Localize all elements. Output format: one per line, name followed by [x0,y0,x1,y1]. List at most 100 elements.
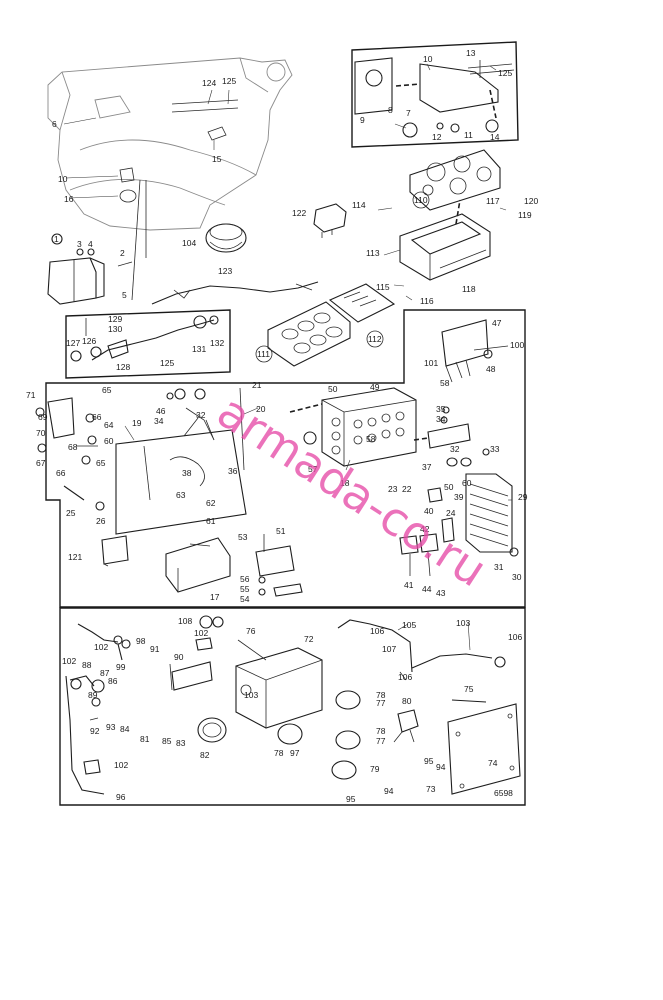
label-106c: 106 [508,632,522,642]
label-43: 43 [436,588,446,598]
fuse-holder-33 [413,406,490,467]
circle-110 [412,191,430,209]
panel-112 [328,283,396,323]
engine-outline [47,57,293,301]
label-54: 54 [240,594,250,604]
label-86: 86 [108,676,118,686]
label-26: 26 [96,516,106,526]
label-55: 55 [240,584,250,594]
label-34: 34 [154,416,164,426]
label-4: 4 [88,239,93,249]
label-50b: 50 [444,482,454,492]
label-94b: 94 [436,762,446,772]
label-24: 24 [446,508,456,518]
label-79: 79 [370,764,380,774]
gauges-lower [197,690,361,780]
label-13: 13 [466,48,476,58]
label-106b: 106 [398,672,412,682]
label-5: 5 [122,290,127,300]
label-130: 130 [108,324,122,334]
label-32b: 32 [450,444,460,454]
label-124: 124 [202,78,216,88]
label-36: 36 [228,466,238,476]
middle-section-frame [45,309,526,608]
label-132: 132 [210,338,224,348]
label-116: 116 [420,296,434,306]
label-11: 11 [464,130,473,140]
callout-labels: 6 124 125 15 10 16 1 3 4 2 5 104 123 122… [26,48,538,804]
label-60b: 60 [462,478,472,488]
label-20: 20 [256,404,266,414]
label-73: 73 [426,784,436,794]
label-34b: 34 [436,414,446,424]
relay-122 [313,203,347,238]
label-90: 90 [174,652,184,662]
label-41: 41 [404,580,414,590]
label-95b: 95 [424,756,434,766]
label-102a: 102 [94,642,108,652]
label-102d: 102 [114,760,128,770]
label-50a: 50 [328,384,338,394]
label-103b: 103 [456,618,470,628]
instrument-mount-box [351,41,519,148]
label-120: 120 [524,196,538,206]
label-85: 85 [162,736,172,746]
cable-105-103 [337,619,506,681]
label-17: 17 [210,592,220,602]
label-82: 82 [200,750,210,760]
label-14: 14 [490,132,500,142]
label-122: 122 [292,208,306,218]
circle-112 [366,330,384,348]
label-94a: 94 [384,786,394,796]
label-125b: 125 [498,68,512,78]
label-96: 96 [116,792,126,802]
label-62: 62 [206,498,216,508]
label-104: 104 [182,238,196,248]
cable-assembly-lower-left [65,623,131,795]
label-37: 37 [422,462,432,472]
label-16: 16 [64,194,74,204]
label-113: 113 [366,248,380,258]
label-125: 125 [222,76,236,86]
label-126: 126 [82,336,96,346]
label-95a: 95 [346,794,356,804]
label-83: 83 [176,738,186,748]
label-3: 3 [77,239,82,249]
label-72: 72 [304,634,314,644]
label-31: 31 [494,562,504,572]
label-74: 74 [488,758,498,768]
horn-104 [205,223,247,253]
label-102c: 102 [62,656,76,666]
label-93: 93 [106,722,116,732]
label-68: 68 [68,442,78,452]
circle-111 [255,345,273,363]
label-6: 6 [52,119,57,129]
label-91: 91 [150,644,160,654]
label-71: 71 [26,390,36,400]
label-114: 114 [352,200,366,210]
bracket-17 [165,537,231,593]
gauge-plate-110 [409,149,501,211]
label-78b: 78 [376,690,386,700]
instrument-housing-113 [399,199,491,281]
label-107: 107 [382,644,396,654]
label-7: 7 [406,108,411,118]
bracket-90 [169,661,213,691]
cable-kit-box [65,309,231,379]
label-75: 75 [464,684,474,694]
label-18: 18 [340,478,350,488]
label-47: 47 [492,318,502,328]
cable-123 [151,281,319,305]
label-60: 60 [104,436,114,446]
label-97: 97 [290,748,300,758]
label-103a: 103 [244,690,258,700]
label-77b: 77 [376,736,386,746]
label-10b: 10 [423,54,433,64]
label-110: 110 [414,195,428,205]
label-9: 9 [360,115,365,125]
leader-lines [63,63,512,651]
screws-25-26 [63,485,105,511]
drawing-code: 6598 [494,788,513,798]
label-15: 15 [212,154,222,164]
